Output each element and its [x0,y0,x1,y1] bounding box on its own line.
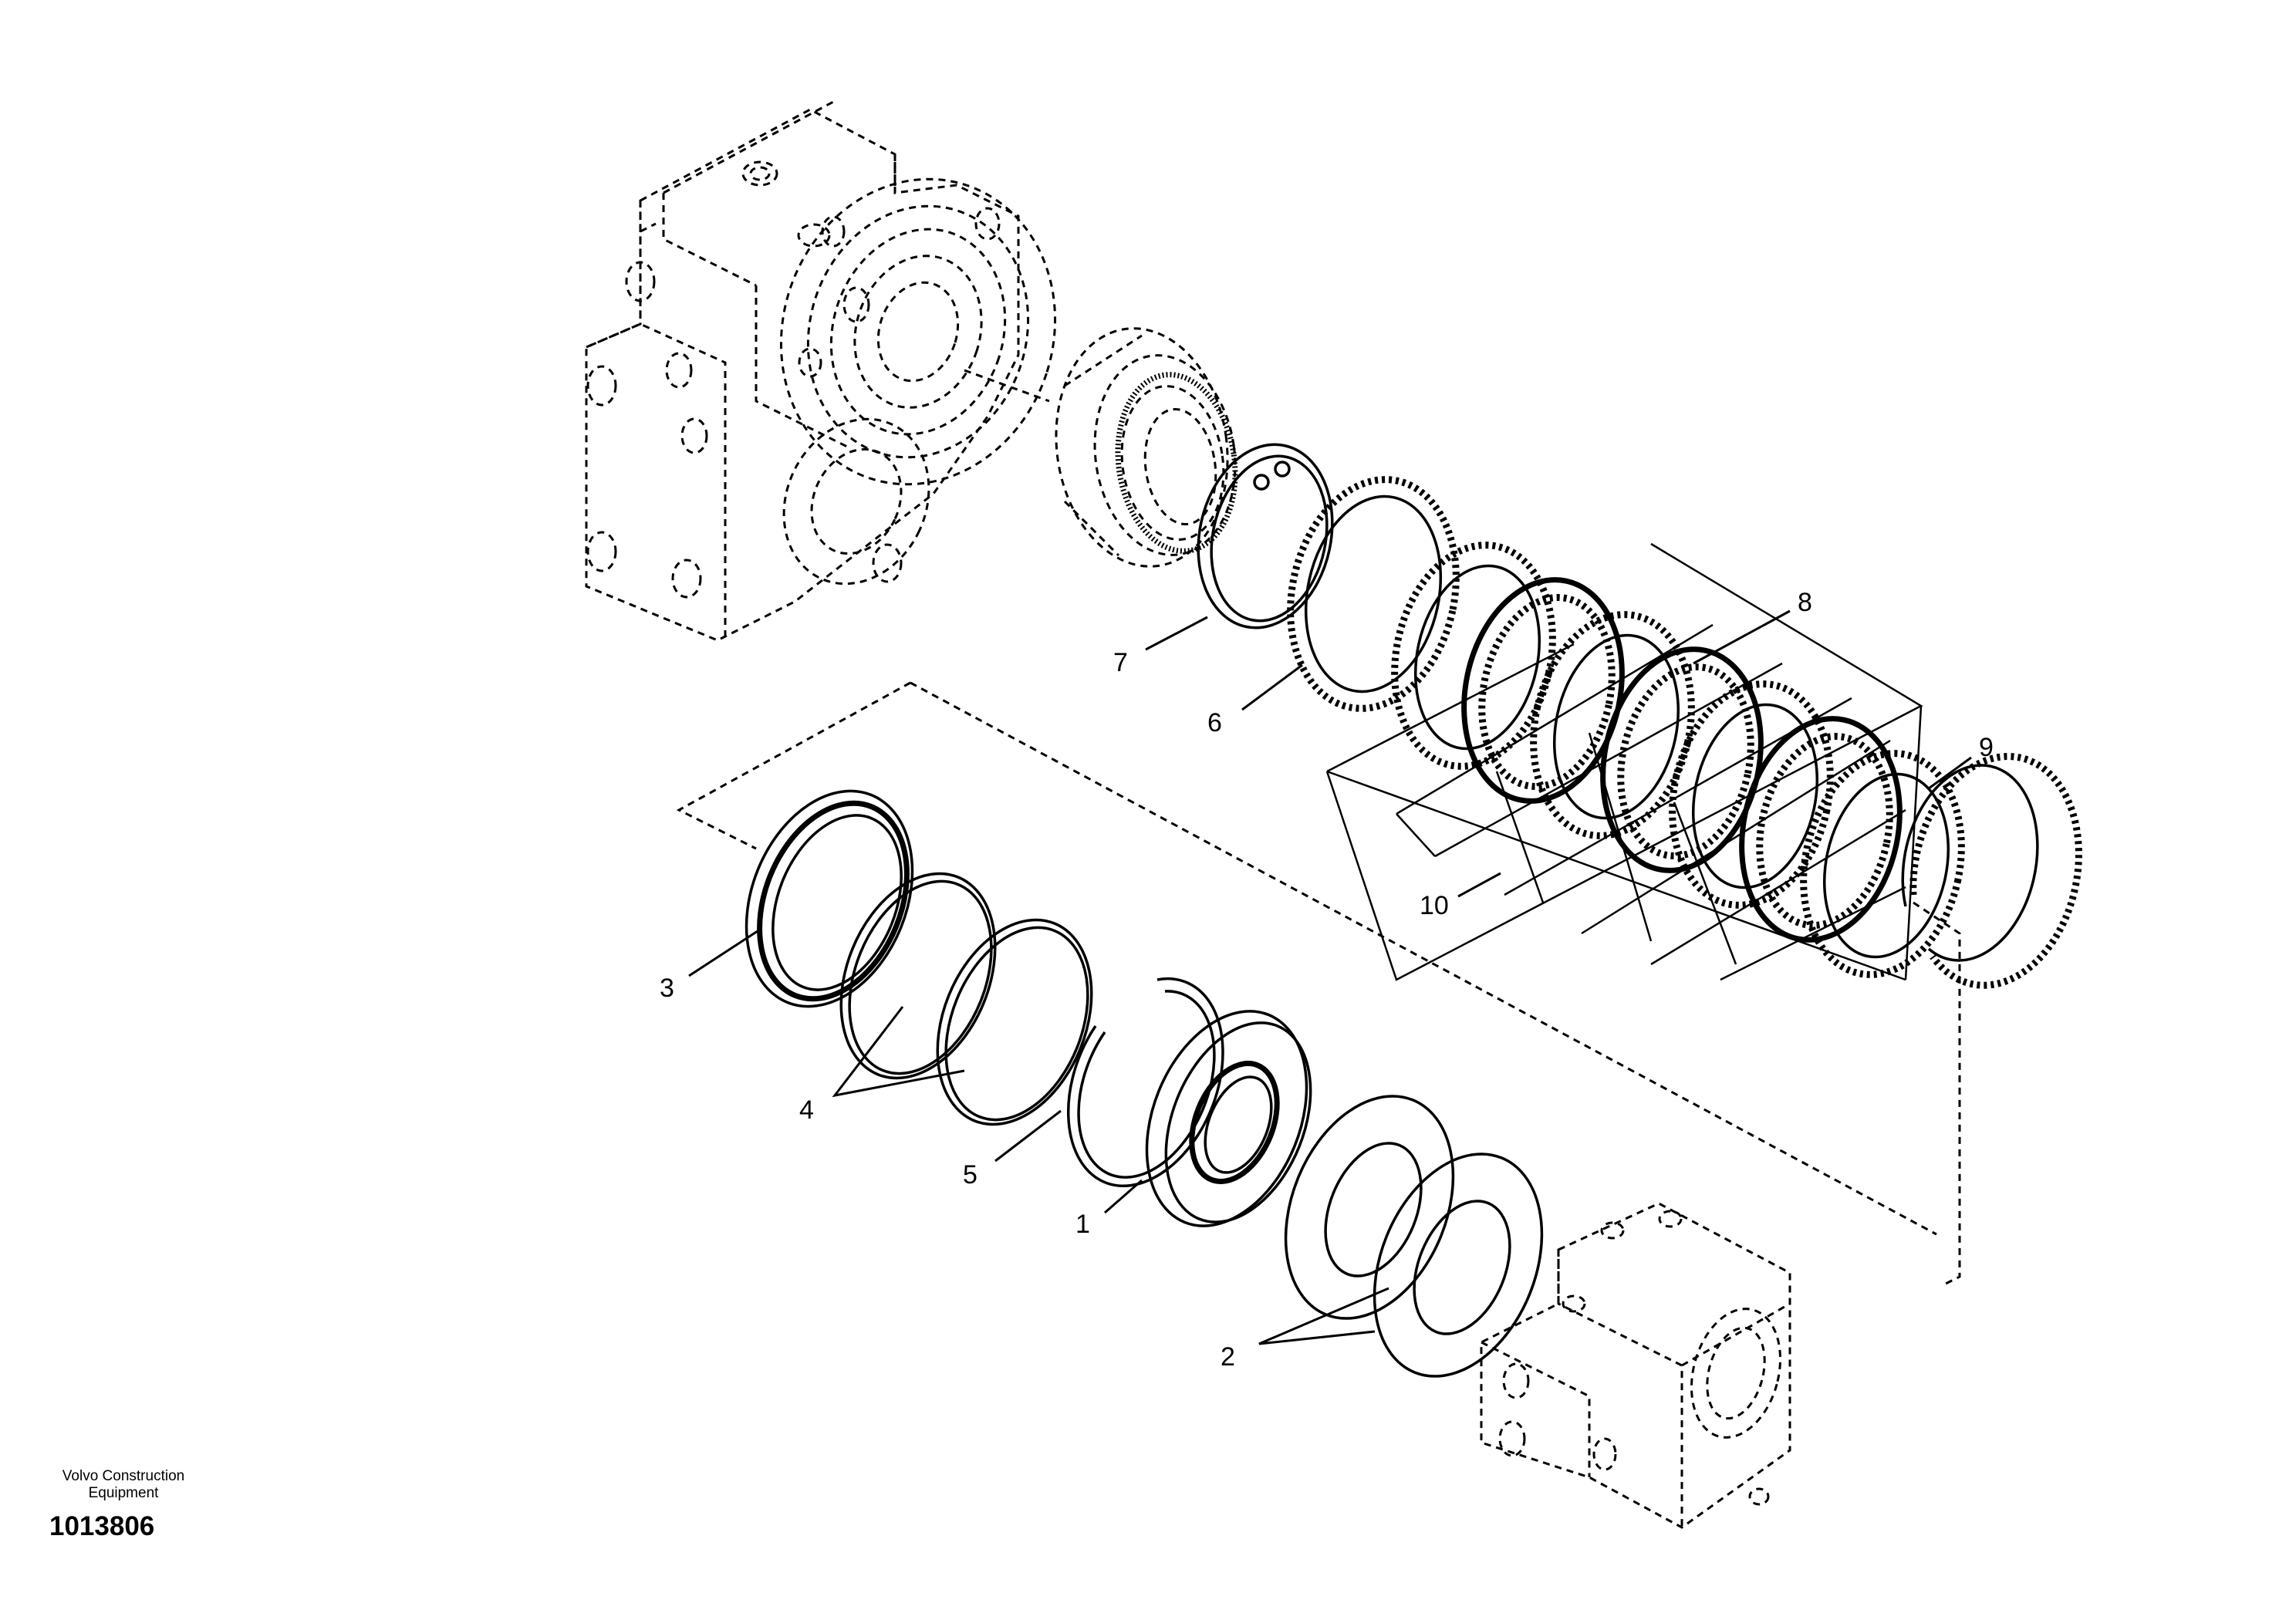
publisher-name-line2: Equipment [88,1485,159,1501]
clutch-plate-3 [1530,611,1695,839]
clutch-drum [1055,327,1238,568]
callout-4: 4 [799,1095,814,1125]
callout-labels: 1 2 3 4 5 6 7 8 9 10 [660,588,1994,1372]
snap-ring-7 [1197,443,1334,629]
callout-3: 3 [660,974,674,1003]
callout-1: 1 [1075,1210,1090,1239]
callout-10: 10 [1420,891,1449,920]
clutch-plate-4 [1600,646,1764,873]
upper-gear-housing [585,100,1057,642]
callout-5: 5 [963,1160,977,1190]
callout-7: 7 [1113,648,1128,677]
callout-2: 2 [1221,1342,1235,1372]
assembly-connector [676,681,1961,1286]
piston-1 [1145,1010,1312,1227]
lower-gear-housing [1480,1202,1791,1529]
callout-8: 8 [1798,588,1812,617]
publisher-name-line1: Volvo Construction [62,1468,185,1484]
seal-ring-3 [745,789,914,1008]
o-rings-4 [839,872,1093,1126]
clutch-plate-7 [1800,750,1965,978]
clutch-pack [1391,542,1965,978]
clutch-plate-1 [1391,542,1556,770]
grouping-grid [1325,542,1923,981]
leader-lines [688,609,1972,1345]
callout-9: 9 [1979,733,1994,762]
toothed-disc-6 [1287,476,1460,712]
clutch-plate-5 [1669,680,1834,909]
clutch-plate-2 [1461,577,1625,804]
drawing-number: 1013806 [49,1511,155,1541]
callout-6: 6 [1207,708,1222,737]
clutch-plate-6 [1739,716,1903,943]
